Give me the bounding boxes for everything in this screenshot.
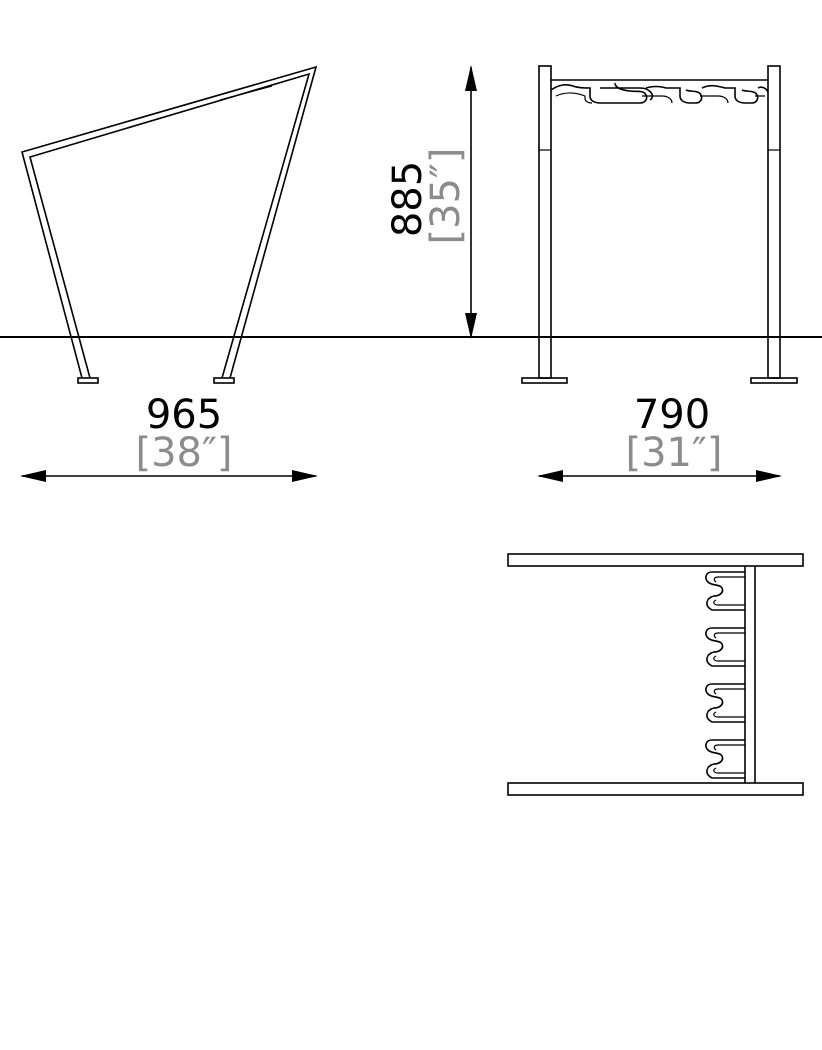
side-view	[21, 65, 318, 384]
front-view	[521, 65, 798, 384]
height-inch-label: [35″]	[423, 147, 469, 244]
width-mm-label: 790	[634, 392, 710, 438]
height-mm-label: 885	[385, 161, 431, 237]
depth-inch-label: [38″]	[135, 430, 232, 476]
depth-dimension: 965 [38″]	[20, 392, 318, 482]
height-dimension: 885 [35″]	[385, 65, 477, 339]
depth-mm-label: 965	[146, 392, 222, 438]
width-dimension: 790 [31″]	[537, 392, 782, 482]
top-view	[507, 553, 804, 796]
width-inch-label: [31″]	[625, 430, 722, 476]
